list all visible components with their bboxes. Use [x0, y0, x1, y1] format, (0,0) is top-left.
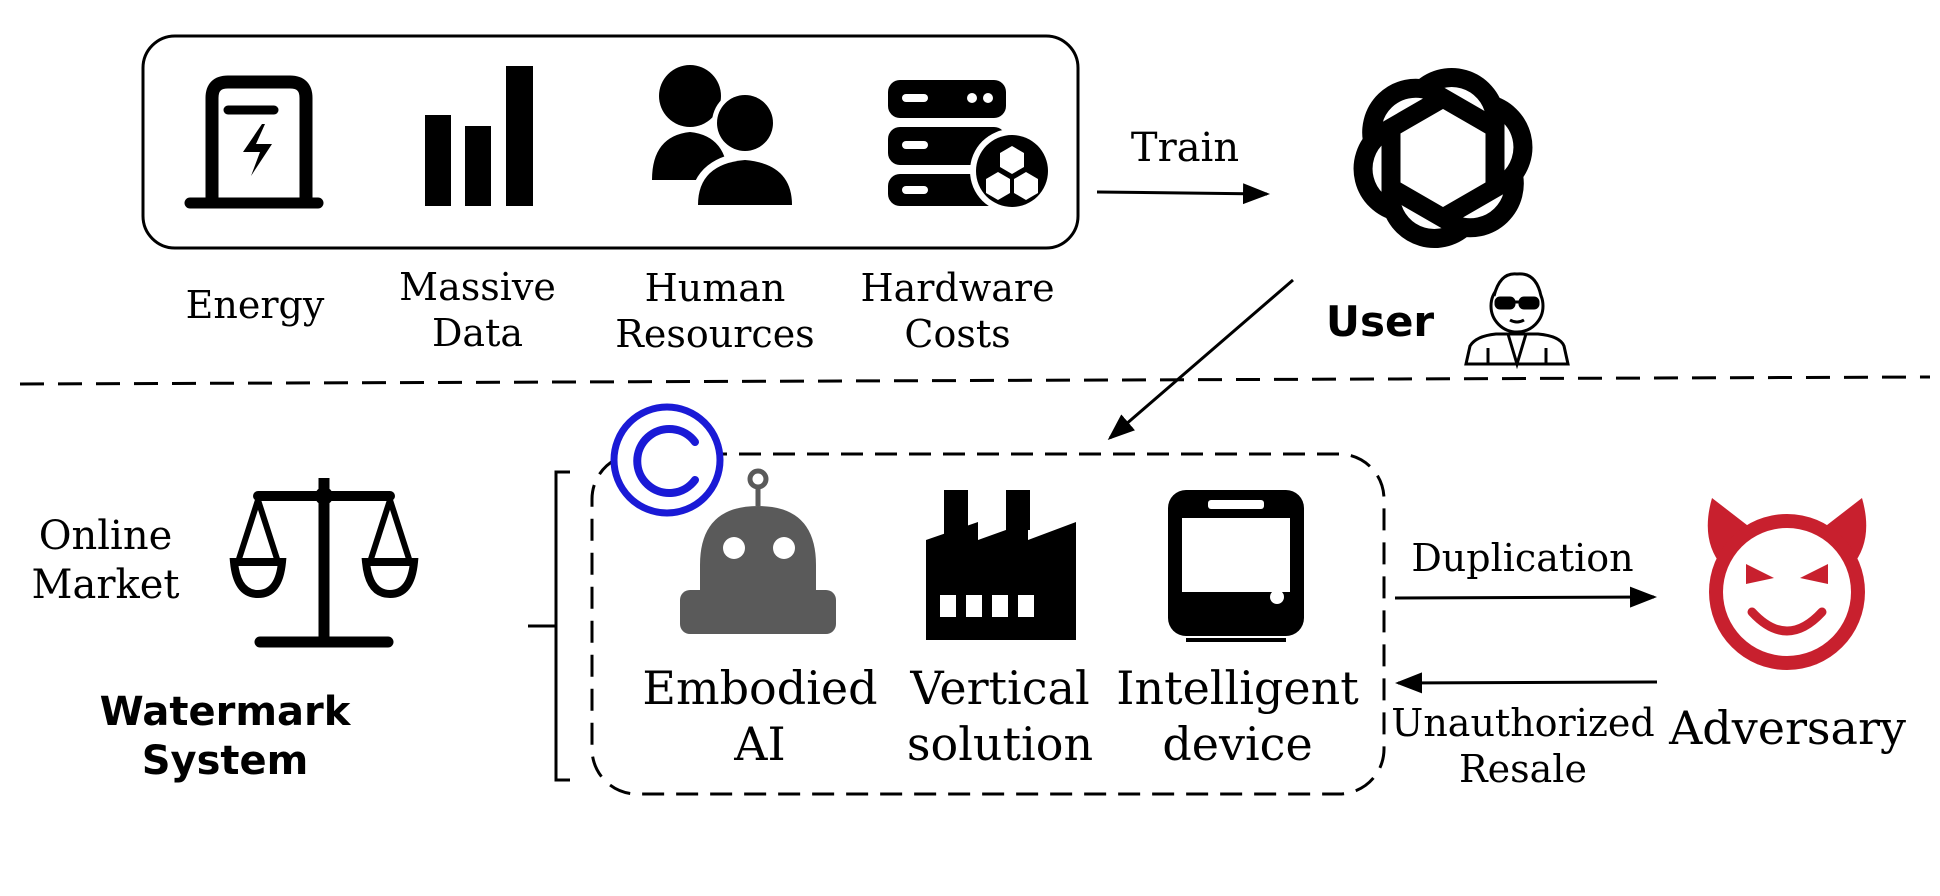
bracket	[528, 470, 570, 782]
train-arrow	[1096, 183, 1270, 205]
duplication-arrow	[1394, 586, 1657, 608]
resources-box	[141, 34, 1080, 250]
server-icon	[888, 80, 1054, 213]
energy-meter-icon	[184, 75, 324, 209]
adversary-label: Adversary	[1669, 701, 1906, 755]
devil-face-icon	[1707, 498, 1867, 670]
resale-arrow	[1395, 672, 1658, 694]
people-icon	[652, 65, 801, 211]
balance-scale-icon	[229, 478, 419, 648]
deploy-arrow	[1107, 278, 1294, 440]
factory-icon	[926, 490, 1076, 640]
product-label-device: Intelligent device	[1116, 661, 1359, 772]
user-sunglasses-icon	[1464, 272, 1570, 370]
section-divider	[19, 375, 1931, 386]
duplication-label: Duplication	[1411, 536, 1634, 580]
robot-icon	[680, 468, 836, 634]
product-label-vertical: Vertical solution	[906, 661, 1094, 772]
market-label: Online Market	[31, 513, 180, 608]
resource-label-hardware: Hardware Costs	[860, 266, 1055, 357]
products-box	[590, 452, 1386, 796]
copyright-icon	[610, 403, 724, 517]
resource-label-energy: Energy	[185, 283, 325, 327]
resource-label-human: Human Resources	[615, 266, 815, 357]
train-label: Train	[1130, 125, 1240, 171]
watermark-system-label: Watermark System	[99, 689, 351, 784]
resale-label: Unauthorized Resale	[1391, 701, 1655, 792]
device-icon	[1168, 490, 1304, 642]
bar-chart-icon	[425, 66, 533, 206]
openai-logo-icon	[1353, 68, 1533, 248]
resource-label-data: Massive Data	[399, 265, 556, 356]
product-label-embodied: Embodied AI	[642, 661, 878, 772]
user-label: User	[1325, 297, 1435, 346]
